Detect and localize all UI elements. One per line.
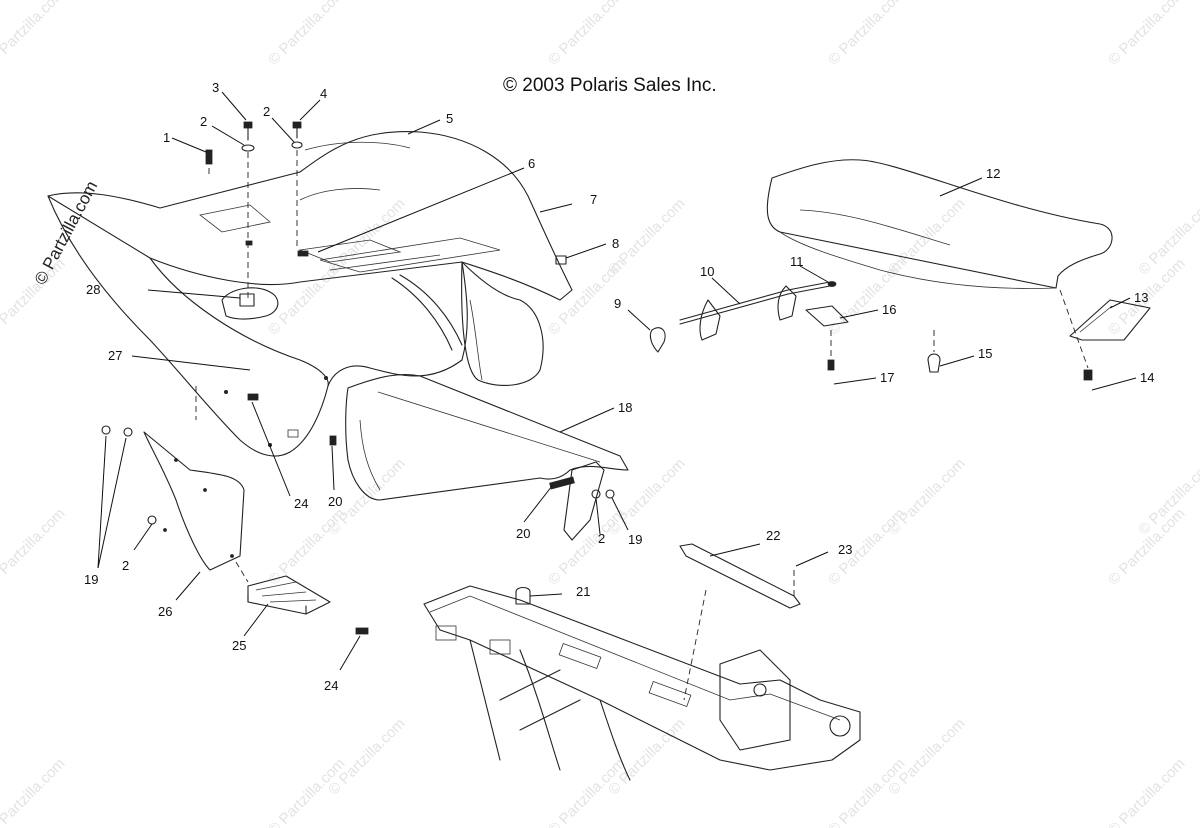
watermark-text: © Partzilla.com: [545, 0, 628, 69]
frame-21: [423, 585, 861, 781]
rear-fender: [47, 130, 573, 457]
callout-2c: 2: [122, 558, 129, 573]
callout-1: 1: [163, 130, 170, 145]
callout-28: 28: [86, 282, 100, 297]
callout-8: 8: [612, 236, 619, 251]
callout-25: 25: [232, 638, 246, 653]
callout-2a: 2: [200, 114, 207, 129]
callout-4: 4: [320, 86, 327, 101]
callout-10: 10: [700, 264, 714, 279]
bracket-28: [221, 287, 279, 320]
callout-24a: 24: [294, 496, 308, 511]
callout-labels: 1 2 3 2 4 5 6 7 8 9 10 11 12 13 14 15 16…: [84, 80, 1154, 693]
callout-20b: 20: [516, 526, 530, 541]
plate-22: [679, 543, 801, 701]
callout-15: 15: [978, 346, 992, 361]
callout-19a: 19: [84, 572, 98, 587]
callout-11: 11: [790, 254, 804, 269]
callout-2d: 2: [598, 531, 605, 546]
side-panel-18: [287, 373, 629, 501]
callout-26: 26: [158, 604, 172, 619]
callout-22: 22: [766, 528, 780, 543]
seat-12: [766, 159, 1113, 289]
watermark-text: © Partzilla.com: [265, 0, 348, 69]
seat-latch: [649, 281, 837, 353]
callout-24b: 24: [324, 678, 338, 693]
watermark-text: © Partzilla.com: [1105, 755, 1188, 828]
callout-12: 12: [986, 166, 1000, 181]
callout-16: 16: [882, 302, 896, 317]
watermark-text: © Partzilla.com: [605, 455, 688, 538]
callout-7: 7: [590, 192, 597, 207]
callout-14: 14: [1140, 370, 1154, 385]
callout-19b: 19: [628, 532, 642, 547]
watermark-text: © Partzilla.com: [1105, 0, 1188, 69]
watermark-text: © Partzilla.com: [825, 0, 908, 69]
top-fasteners: [205, 121, 303, 300]
left-fasteners: [101, 386, 369, 635]
callout-17: 17: [880, 370, 894, 385]
watermark-text: © Partzilla.com: [0, 505, 69, 588]
footrest-25: [247, 575, 331, 615]
watermark-text: © Partzilla.com: [885, 195, 968, 278]
leader-lines: [97, 91, 1137, 671]
clip-8: [555, 255, 567, 265]
callout-13: 13: [1134, 290, 1148, 305]
callout-23: 23: [838, 542, 852, 557]
callout-2b: 2: [263, 104, 270, 119]
seat-hardware: [805, 289, 1151, 381]
callout-20a: 20: [328, 494, 342, 509]
callout-3: 3: [212, 80, 219, 95]
mudflap-26: [143, 431, 245, 571]
callout-6: 6: [528, 156, 535, 171]
callout-18: 18: [618, 400, 632, 415]
copyright-text: © 2003 Polaris Sales Inc.: [503, 75, 717, 96]
callout-27: 27: [108, 348, 122, 363]
watermark-text: © Partzilla.com: [0, 755, 69, 828]
watermark-text: © Partzilla.com: [0, 0, 69, 69]
callout-9: 9: [614, 296, 621, 311]
watermark-text: © Partzilla.com: [885, 455, 968, 538]
callout-5: 5: [446, 111, 453, 126]
callout-21: 21: [576, 584, 590, 599]
